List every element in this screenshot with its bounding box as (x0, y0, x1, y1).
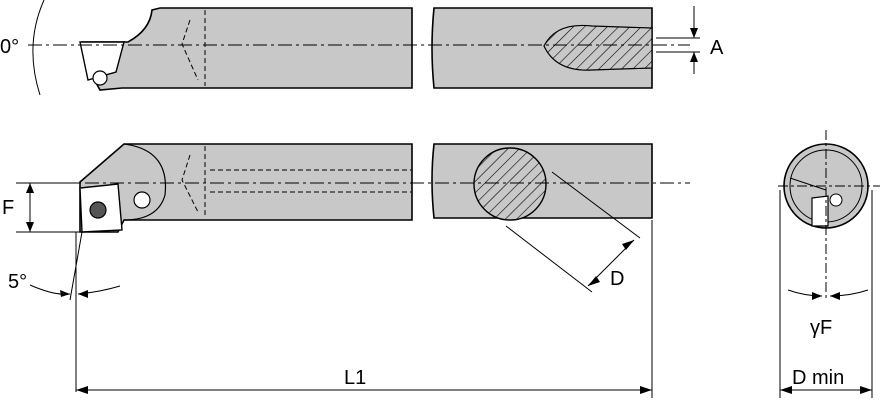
top-insert-screw (92, 70, 108, 86)
label-dim-d: D (610, 268, 624, 290)
side-hidden-lines (181, 146, 412, 218)
dim-l1-group (76, 220, 653, 398)
side-insert-screw (89, 201, 107, 219)
end-screw (829, 193, 843, 207)
top-hidden-lines (181, 10, 206, 86)
top-angle-arc (32, 0, 45, 96)
side-view (16, 143, 690, 398)
label-dim-f: F (2, 197, 14, 219)
end-insert (811, 195, 829, 227)
side-shoulder (123, 143, 167, 221)
side-cross-section (473, 147, 547, 221)
top-head-body (80, 7, 413, 91)
dim-a-group (656, 6, 700, 74)
label-angle-five: 5° (8, 271, 27, 293)
dim-f-group (16, 182, 80, 233)
angle-five-group (29, 231, 121, 392)
side-clamp-hole (133, 191, 151, 209)
label-dim-a: A (710, 37, 724, 59)
label-d-min: D min (792, 367, 844, 389)
label-gamma-f: γF (810, 317, 832, 339)
top-coolant-channel (543, 24, 653, 71)
label-angle-zero: 0° (0, 36, 19, 58)
label-dim-l1: L1 (344, 367, 366, 389)
dim-d-group (505, 171, 641, 293)
end-view (778, 130, 880, 398)
top-insert (79, 41, 125, 81)
end-flat (789, 177, 827, 191)
top-view (28, 0, 700, 96)
side-head-body (79, 143, 413, 233)
